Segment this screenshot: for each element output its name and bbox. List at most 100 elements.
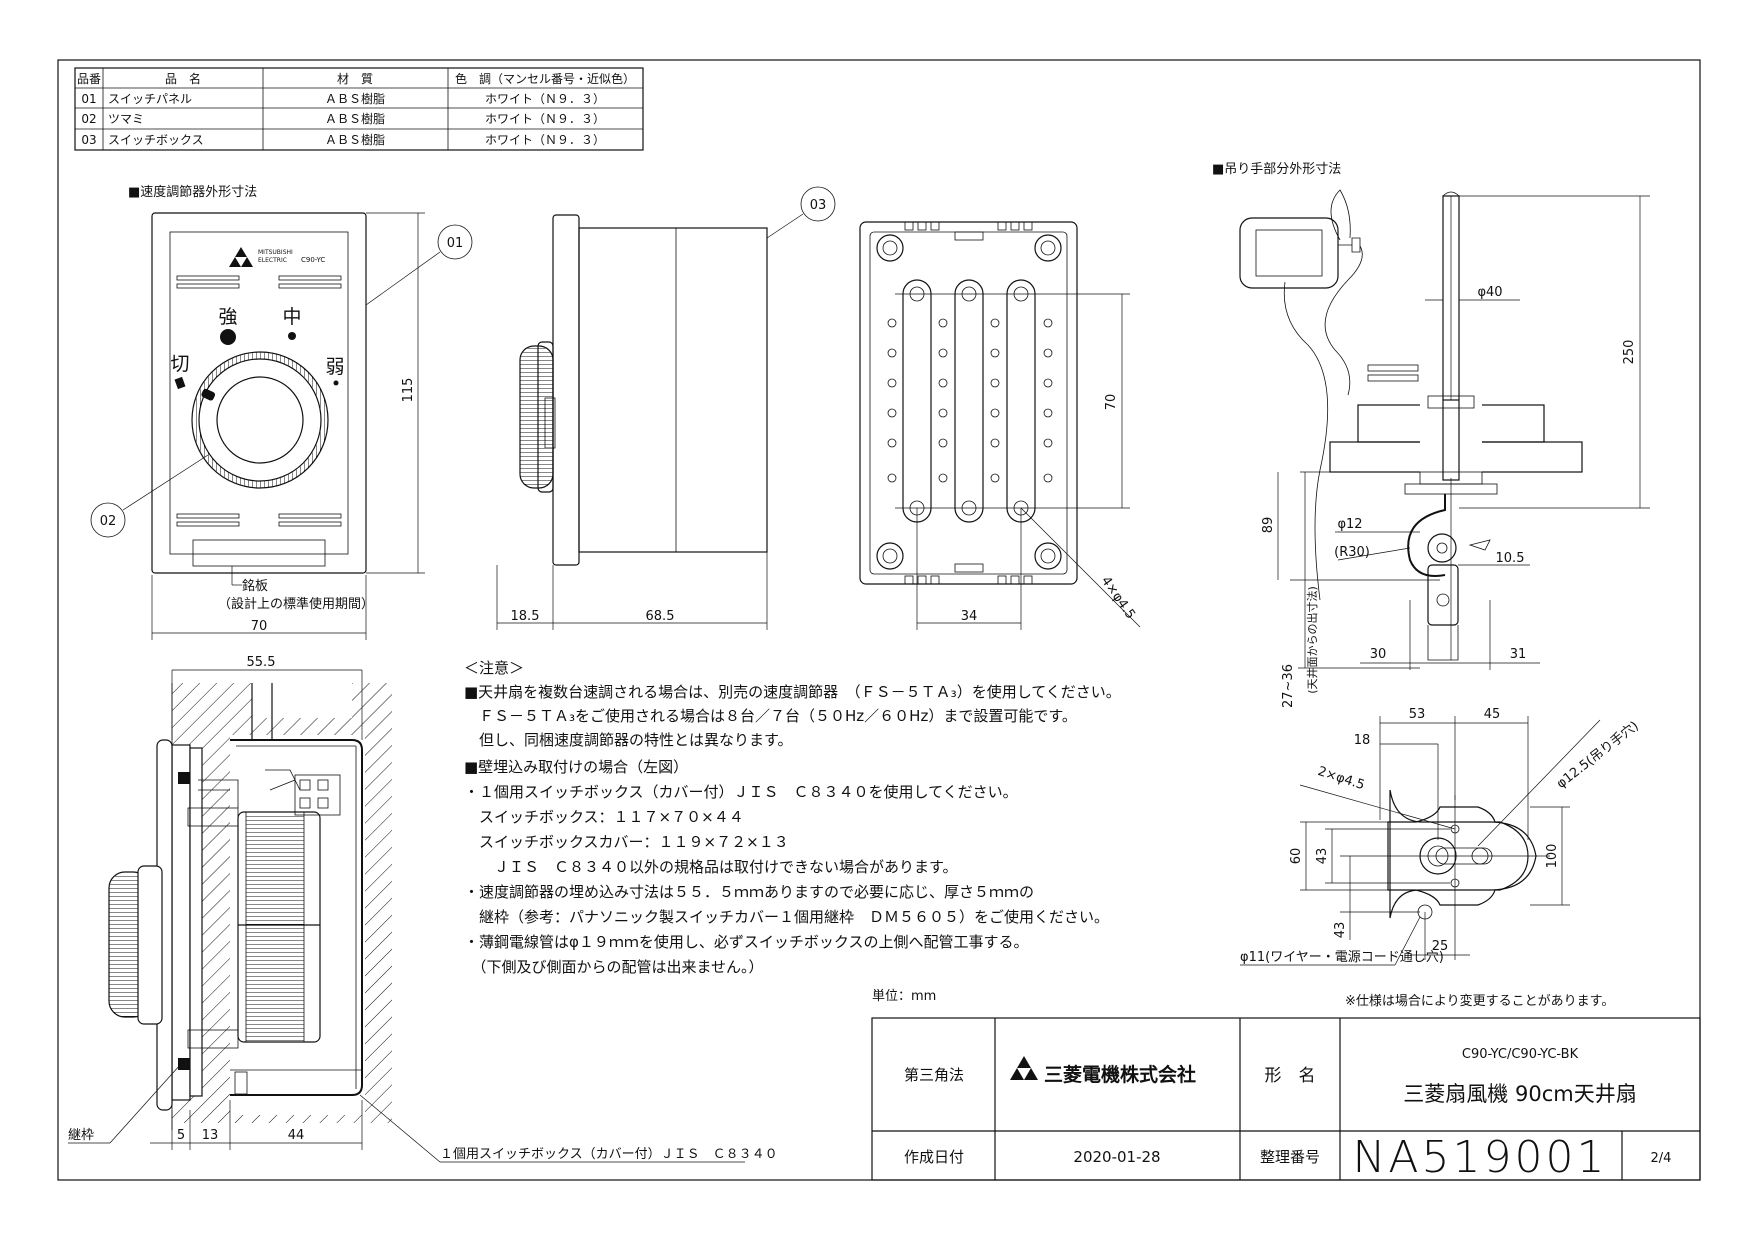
nameplate-subtext: （設計上の標準使用期間） bbox=[218, 596, 374, 612]
dim-45: 45 bbox=[1484, 707, 1501, 722]
note-line: スイッチボックスカバー：１１９×７２×１３ bbox=[464, 833, 789, 851]
knob-side bbox=[519, 345, 554, 489]
dim-25: 25 bbox=[1432, 939, 1449, 954]
hanger-section-title: ■吊り手部分外形寸法 bbox=[1212, 162, 1341, 177]
dim-60: 60 bbox=[1289, 848, 1304, 865]
dim-70-width: 70 bbox=[251, 619, 268, 634]
drawing-number: NA519001 bbox=[1353, 1132, 1608, 1183]
number-label: 整理番号 bbox=[1260, 1148, 1320, 1166]
label-off: 切 bbox=[170, 353, 189, 375]
model-mark: C90-YC bbox=[301, 256, 325, 264]
parts-table: 品番 品 名 材 質 色 調（マンセル番号・近似色） 01 スイッチパネル ＡＢ… bbox=[74, 67, 644, 151]
mitsubishi-logo bbox=[229, 247, 253, 267]
model-codes: C90-YC/C90-YC-BK bbox=[1462, 1047, 1579, 1062]
table-cell: ＡＢＳ樹脂 bbox=[325, 111, 385, 126]
dim-10-5: 10.5 bbox=[1496, 551, 1525, 566]
note-line: 継枠（参考：パナソニック製スイッチカバー１個用継枠 ＤＭ５６０５）をご使用くださ… bbox=[464, 908, 1109, 926]
notes-block: ＜注意＞ ■天井扇を複数台速調される場合は、別売の速度調節器 （ＦＳ－５ＴＡ₃）… bbox=[464, 659, 1121, 976]
title-block: 第三角法 三菱電機株式会社 形 名 C90-YC/C90-YC-BK 三菱扇風機… bbox=[871, 1017, 1701, 1183]
note-line: スイッチボックス：１１７×７０×４４ bbox=[464, 808, 744, 826]
table-cell: スイッチパネル bbox=[108, 92, 192, 106]
dim-115: 115 bbox=[401, 378, 416, 403]
table-cell: ＡＢＳ樹脂 bbox=[325, 91, 385, 106]
dim-89: 89 bbox=[1261, 517, 1276, 534]
note-line: 但し、同梱速度調節器の特性とは異なります。 bbox=[464, 731, 793, 749]
indicator-strong bbox=[220, 329, 236, 345]
dim-4xphi4-5: 4×φ4.5 bbox=[1098, 574, 1138, 622]
company-name: 三菱電機株式会社 bbox=[1044, 1063, 1196, 1086]
table-header-no: 品番 bbox=[77, 72, 101, 86]
callout-03: 03 bbox=[810, 198, 827, 213]
table-cell: スイッチボックス bbox=[108, 133, 204, 147]
hanger-bracket-plan: 53 45 18 2×φ4.5 φ12.5(吊り手穴) 60 43 43 100… bbox=[1240, 707, 1642, 966]
label-medium: 中 bbox=[282, 306, 301, 328]
note-line: ■天井扇を複数台速調される場合は、別売の速度調節器 （ＦＳ－５ＴＡ₃）を使用して… bbox=[464, 683, 1121, 701]
page-number: 2/4 bbox=[1651, 1151, 1672, 1166]
dim-43-a: 43 bbox=[1315, 848, 1330, 865]
brand-line2: ELECTRIC bbox=[258, 257, 287, 264]
indicator-medium bbox=[288, 332, 296, 340]
dim-13: 13 bbox=[202, 1128, 219, 1143]
controller-side-view: 18.5 68.5 03 bbox=[496, 186, 836, 630]
indicator-weak bbox=[333, 380, 339, 386]
unit-label: 単位：mm bbox=[872, 988, 936, 1004]
switchbox-back-view: 70 34 4×φ4.5 bbox=[859, 221, 1141, 630]
dim-18-5: 18.5 bbox=[511, 609, 540, 624]
dim-5: 5 bbox=[177, 1128, 185, 1143]
dim-43-b: 43 bbox=[1333, 922, 1348, 939]
dim-70-height: 70 bbox=[1104, 394, 1119, 411]
table-header-material: 材 質 bbox=[337, 71, 373, 86]
dim-68-5: 68.5 bbox=[646, 609, 675, 624]
table-cell: ホワイト（Ｎ９．３） bbox=[485, 133, 605, 147]
label-strong: 強 bbox=[218, 306, 237, 328]
dim-18: 18 bbox=[1354, 733, 1371, 748]
dim-phi12-5: φ12.5(吊り手穴) bbox=[1554, 719, 1642, 792]
dim-phi12: φ12 bbox=[1337, 517, 1362, 532]
callout-01: 01 bbox=[447, 236, 464, 251]
dim-27-36: 27~36 bbox=[1281, 664, 1296, 708]
note-line: ・薄鋼電線管はφ１９ｍｍを使用し、必ずスイッチボックスの上側へ配管工事する。 bbox=[464, 933, 1028, 951]
label-weak: 弱 bbox=[325, 356, 344, 378]
table-cell: ツマミ bbox=[108, 112, 144, 126]
table-cell: 02 bbox=[81, 112, 96, 126]
note-line: ・速度調節器の埋め込み寸法は５５．５ｍｍありますので必要に応じ、厚さ５ｍｍの bbox=[464, 883, 1034, 901]
dim-100: 100 bbox=[1545, 844, 1560, 869]
spec-note: ※仕様は場合により変更することがあります。 bbox=[1345, 993, 1614, 1009]
dim-30: 30 bbox=[1370, 647, 1387, 662]
table-cell: 01 bbox=[81, 92, 96, 106]
product-name: 三菱扇風機 90cm天井扇 bbox=[1403, 1082, 1636, 1106]
table-header-name: 品 名 bbox=[165, 71, 201, 86]
controller-section-title: ■速度調節器外形寸法 bbox=[128, 184, 257, 200]
controller-front-view: MITSUBISHI ELECTRIC C90-YC 強 中 弱 切 銘板 （設… bbox=[90, 212, 473, 640]
note-line: ■壁埋込み取付けの場合（左図） bbox=[464, 758, 688, 776]
brand-line1: MITSUBISHI bbox=[258, 249, 293, 256]
callout-02: 02 bbox=[100, 514, 117, 529]
label-switchbox: １個用スイッチボックス（カバー付）ＪＩＳ Ｃ８３４０ bbox=[440, 1147, 778, 1162]
table-cell: ホワイト（Ｎ９．３） bbox=[485, 112, 605, 126]
note-line: ＜注意＞ bbox=[464, 659, 524, 677]
dim-27-36-sub: (天井面からの出寸法) bbox=[1305, 586, 1319, 694]
nameplate bbox=[192, 539, 326, 567]
model-label: 形 名 bbox=[1265, 1066, 1316, 1086]
dim-31: 31 bbox=[1510, 647, 1527, 662]
hanger-detail: 250 φ40 89 27~36 (天井面からの出寸法) φ12 (R30) 1… bbox=[1239, 189, 1650, 708]
projection-label: 第三角法 bbox=[904, 1066, 964, 1084]
dim-44: 44 bbox=[288, 1128, 305, 1143]
note-line: （下側及び側面からの配管は出来ません。） bbox=[464, 958, 764, 976]
note-line: ・１個用スイッチボックス（カバー付）ＪＩＳ Ｃ８３４０を使用してください。 bbox=[464, 783, 1018, 801]
dim-2xphi4-5: 2×φ4.5 bbox=[1316, 764, 1367, 793]
date-label: 作成日付 bbox=[904, 1148, 964, 1166]
creation-date: 2020-01-28 bbox=[1073, 1148, 1160, 1166]
note-line: ＪＩＳ Ｃ８３４０以外の規格品は取付けできない場合があります。 bbox=[464, 858, 958, 876]
table-cell: ＡＢＳ樹脂 bbox=[325, 132, 385, 147]
dim-phi11: φ11(ワイヤー・電源コード通し穴) bbox=[1240, 950, 1444, 965]
company-logo-icon bbox=[1010, 1056, 1038, 1080]
table-header-color: 色 調（マンセル番号・近似色） bbox=[455, 72, 635, 86]
dim-34: 34 bbox=[961, 609, 978, 624]
table-cell: 03 bbox=[81, 133, 96, 147]
note-line: ＦＳ－５ＴＡ₃をご使用される場合は８台／７台（５０Hz／６０Hz）まで設置可能で… bbox=[464, 707, 1077, 725]
nameplate-label: 銘板 bbox=[242, 579, 268, 594]
dim-55-5: 55.5 bbox=[247, 655, 276, 670]
table-cell: ホワイト（Ｎ９．３） bbox=[485, 92, 605, 106]
